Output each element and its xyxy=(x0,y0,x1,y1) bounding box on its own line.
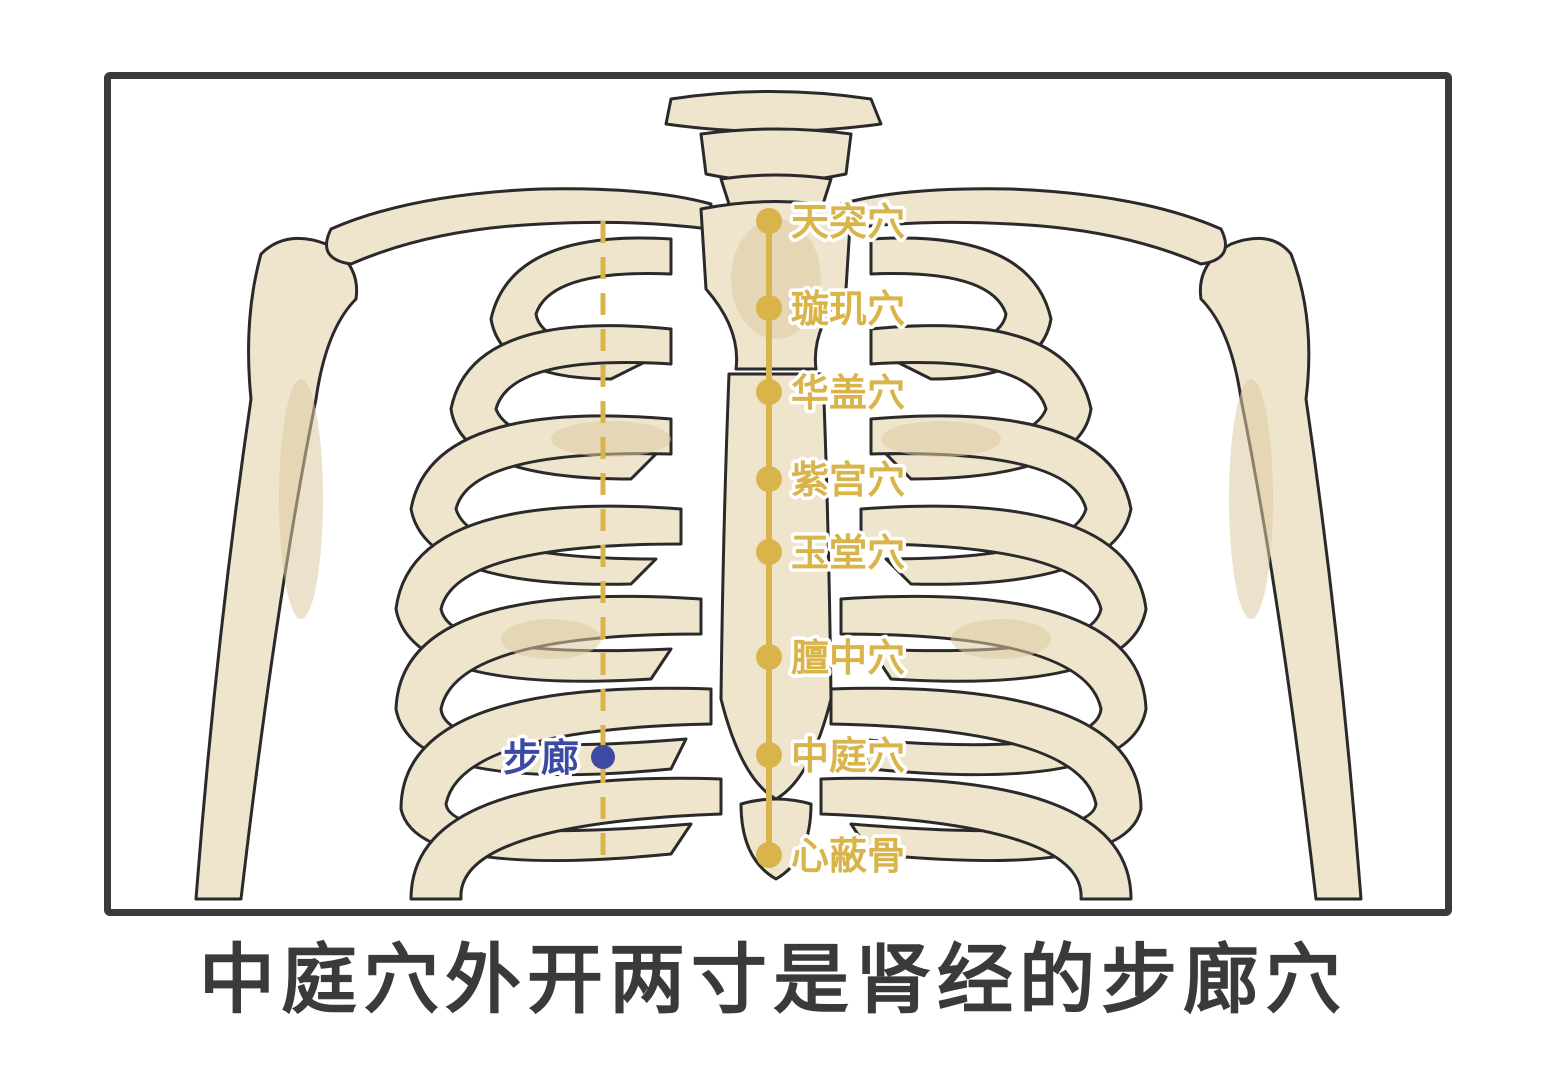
right-clavicle xyxy=(839,187,1227,266)
acupoint-marker xyxy=(756,644,782,670)
acupoint-label: 膻中穴 xyxy=(791,636,905,680)
acupoint-label: 天突穴 xyxy=(791,200,905,244)
acupoint-zhongting: 中庭穴 xyxy=(756,731,909,782)
ribcage-illustration: 天突穴 璇玑穴 华盖穴 紫宫穴 玉堂穴 膻中穴 中庭穴 心蔽骨 xyxy=(194,90,1363,901)
right-humerus xyxy=(1198,236,1363,901)
acupoint-label: 璇玑穴 xyxy=(791,287,905,331)
illustration-frame: 天突穴 璇玑穴 华盖穴 紫宫穴 玉堂穴 膻中穴 中庭穴 心蔽骨 xyxy=(104,72,1452,916)
acupoint-marker xyxy=(756,842,782,868)
acupoint-bulang: 步廊 xyxy=(499,733,615,784)
rib xyxy=(394,594,703,777)
left-humerus xyxy=(194,236,359,901)
diagram-caption: 中庭穴外开两寸是肾经的步廊穴 xyxy=(199,935,1347,1024)
acupoint-label: 心蔽骨 xyxy=(791,834,905,878)
acupoint-marker xyxy=(756,742,782,768)
left-clavicle xyxy=(325,187,713,266)
acupoint-marker xyxy=(756,466,782,492)
acupoint-label: 紫宫穴 xyxy=(791,458,905,502)
acupoint-huagai: 华盖穴 xyxy=(756,368,909,419)
acupoint-marker xyxy=(756,208,782,234)
rib xyxy=(409,776,723,901)
acupoint-marker xyxy=(756,295,782,321)
acupoint-marker xyxy=(756,379,782,405)
acupoint-label: 玉堂穴 xyxy=(791,531,905,575)
rib xyxy=(399,686,713,863)
acupoint-xinbigu: 心蔽骨 xyxy=(756,831,909,882)
acupoint-marker xyxy=(591,745,615,769)
acupoint-tiantu: 天突穴 xyxy=(756,197,909,248)
rib xyxy=(829,686,1143,863)
acupoint-label: 中庭穴 xyxy=(791,734,905,778)
acupoint-danzhong: 膻中穴 xyxy=(756,633,909,684)
acupoint-yutang: 玉堂穴 xyxy=(756,528,909,579)
cervical-vertebra xyxy=(664,90,883,133)
acupoint-marker xyxy=(756,539,782,565)
rib xyxy=(839,594,1148,777)
acupoint-label: 步廊 xyxy=(503,736,579,780)
acupoint-zigong: 紫宫穴 xyxy=(756,455,909,506)
acupoint-xuanji: 璇玑穴 xyxy=(756,284,909,335)
rib xyxy=(819,776,1133,901)
acupoint-label: 华盖穴 xyxy=(791,371,905,415)
